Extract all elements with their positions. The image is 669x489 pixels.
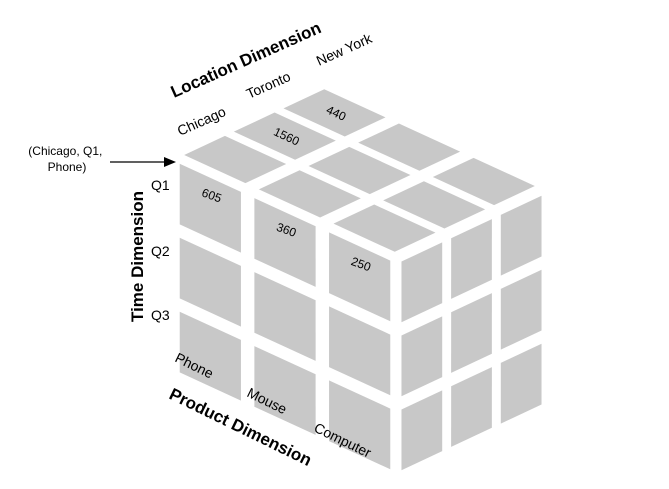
right-face-cell — [500, 269, 542, 350]
right-face-cell — [401, 316, 443, 397]
cube-cells — [179, 89, 542, 471]
top-face-cell — [308, 146, 411, 195]
top-face-cell — [383, 181, 486, 229]
location-label-chicago: Chicago — [175, 103, 229, 139]
top-face-cell — [233, 112, 336, 160]
right-face-cell — [500, 195, 542, 276]
right-face-cell — [401, 242, 443, 323]
right-face-cell — [451, 219, 492, 299]
front-face-cell — [329, 232, 391, 322]
right-face-cell — [401, 390, 443, 471]
time-dimension-label: Time Dimension — [128, 191, 147, 322]
front-face-cell — [329, 380, 391, 470]
callout-arrow-head — [164, 157, 176, 167]
cube-labels: Location Dimension Time Dimension Produc… — [28, 18, 375, 470]
front-cell-value: 605 — [200, 186, 224, 206]
right-face-cell — [451, 293, 492, 373]
front-face-cell — [329, 306, 391, 396]
front-face-cell — [179, 311, 241, 401]
time-label-q3: Q3 — [151, 307, 170, 323]
front-face-cell — [254, 346, 316, 435]
front-face-cell — [179, 237, 241, 327]
time-label-q2: Q2 — [151, 243, 170, 259]
top-face-cell — [283, 89, 386, 137]
front-face-cell — [179, 163, 241, 253]
front-face-cell — [254, 272, 316, 361]
top-face-cell — [184, 135, 287, 184]
top-face-cell — [432, 157, 535, 206]
top-face-cell — [258, 170, 361, 218]
time-label-q1: Q1 — [151, 177, 170, 193]
front-face-cell — [254, 198, 316, 287]
callout-label: (Chicago, Q1, Phone) — [28, 144, 105, 174]
callout-line-2: Phone) — [48, 160, 87, 174]
right-face-cell — [500, 343, 542, 424]
location-label-toronto: Toronto — [244, 68, 293, 102]
front-cell-value: 360 — [275, 220, 299, 240]
front-cell-value: 250 — [349, 254, 373, 274]
callout-line-1: (Chicago, Q1, — [28, 144, 102, 158]
top-face-cell — [333, 204, 436, 252]
right-face-cell — [451, 367, 492, 447]
top-face-cell — [358, 123, 461, 171]
